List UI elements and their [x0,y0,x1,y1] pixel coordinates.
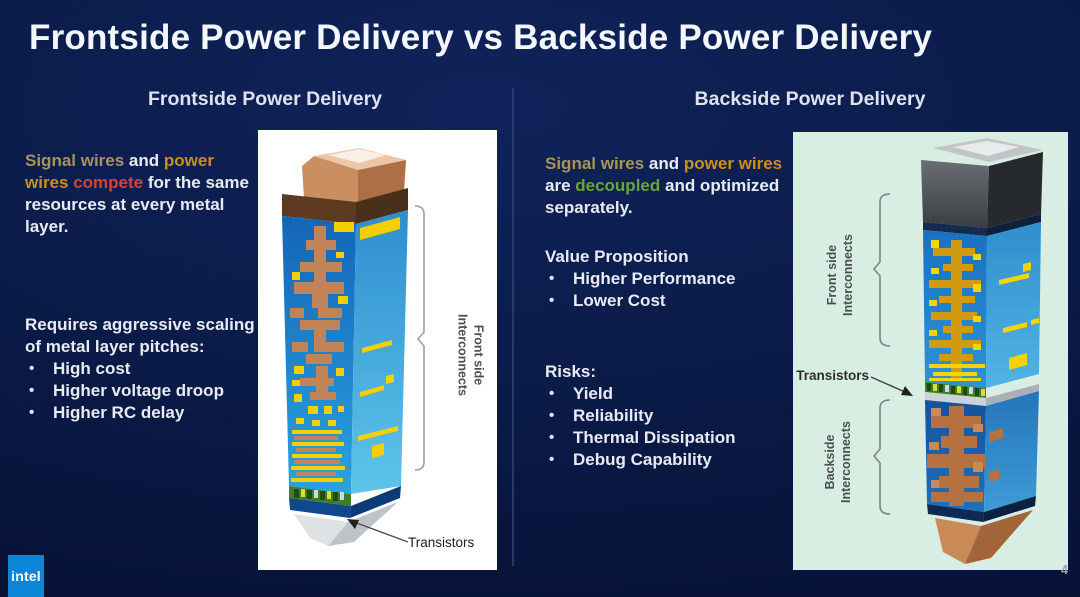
right-face-wires [999,262,1039,370]
front-side-interconnects-label: Front side Interconnects [824,234,855,316]
front-side-bracket [414,205,425,471]
decoupled-highlight: decoupled [575,176,661,195]
compete-highlight: compete [68,173,148,192]
silicon-wedge [294,502,398,546]
left-section-heading: Frontside Power Delivery [147,88,383,110]
list-item: Lower Cost [545,290,787,312]
backside-chip-illustration [870,138,1043,564]
left-intro-text: Signal wires and power wires compete for… [25,151,249,236]
copper-interconnects [927,406,1003,506]
page-number: 4 [1061,563,1068,577]
scaling-bullet-list: High cost Higher voltage droop Higher RC… [25,358,257,424]
list-item: Higher voltage droop [25,380,257,402]
frontside-figure-panel: Front side Interconnects Transistors [258,130,497,570]
frontside-chip-illustration [282,148,425,546]
chip-top-band [923,214,1041,236]
copper-wedge [935,510,1033,564]
backside-figure-panel: Front side Interconnects Backside Interc… [793,132,1068,570]
right-face-wires [358,340,398,458]
list-item: High cost [25,358,257,380]
value-proposition-list: Higher Performance Lower Cost [545,268,787,312]
power-wires-highlight: power wires [25,151,214,192]
list-item: Higher Performance [545,268,787,290]
right-section-heading: Backside Power Delivery [694,88,926,110]
risks-list: Yield Reliability Thermal Dissipation De… [545,383,787,471]
risks-block: Risks: Yield Reliability Thermal Dissipa… [545,361,787,471]
transistors-label: Transistors [408,535,475,550]
chip-top-band [282,188,408,224]
risks-title: Risks: [545,362,597,381]
list-item: Reliability [545,405,787,427]
power-wires-highlight: power wires [683,154,783,173]
backside-interconnects-label: Backside Interconnects [822,421,853,503]
dense-metal-stripes [291,430,345,482]
value-proposition-title: Value Proposition [545,247,689,266]
transistors-arrow [870,376,913,396]
signal-wires-highlight: Signal wires [25,151,125,170]
left-scaling-block: Requires aggressive scaling of metal lay… [25,314,257,424]
list-item: Yield [545,383,787,405]
intel-logo: intel [8,555,44,597]
scaling-lead-text: Requires aggressive scaling of metal lay… [25,315,255,356]
signal-wires-highlight: Signal wires [545,154,645,173]
list-item: Debug Capability [545,449,787,471]
right-intro-text: Signal wires and power wires are decoupl… [545,154,783,217]
silicon-block [921,138,1043,228]
interconnect-details [290,217,400,482]
bonding-layer [925,384,1039,406]
value-proposition-block: Value Proposition Higher Performance Low… [545,246,787,312]
transistor-layer [925,382,986,398]
gold-interconnects [929,240,1039,381]
slide-title: Frontside Power Delivery vs Backside Pow… [29,18,933,57]
front-side-bracket [872,193,891,347]
transistor-layer [289,486,351,506]
list-item: Higher RC delay [25,402,257,424]
chip-bottom-band [289,486,401,518]
column-divider [512,88,514,566]
transistors-label: Transistors [796,368,869,383]
front-side-interconnects-label: Front side Interconnects [455,314,486,396]
list-item: Thermal Dissipation [545,427,787,449]
backside-bracket [872,399,891,515]
transistors-arrow [347,519,409,543]
chip-bottom-band [927,496,1036,522]
